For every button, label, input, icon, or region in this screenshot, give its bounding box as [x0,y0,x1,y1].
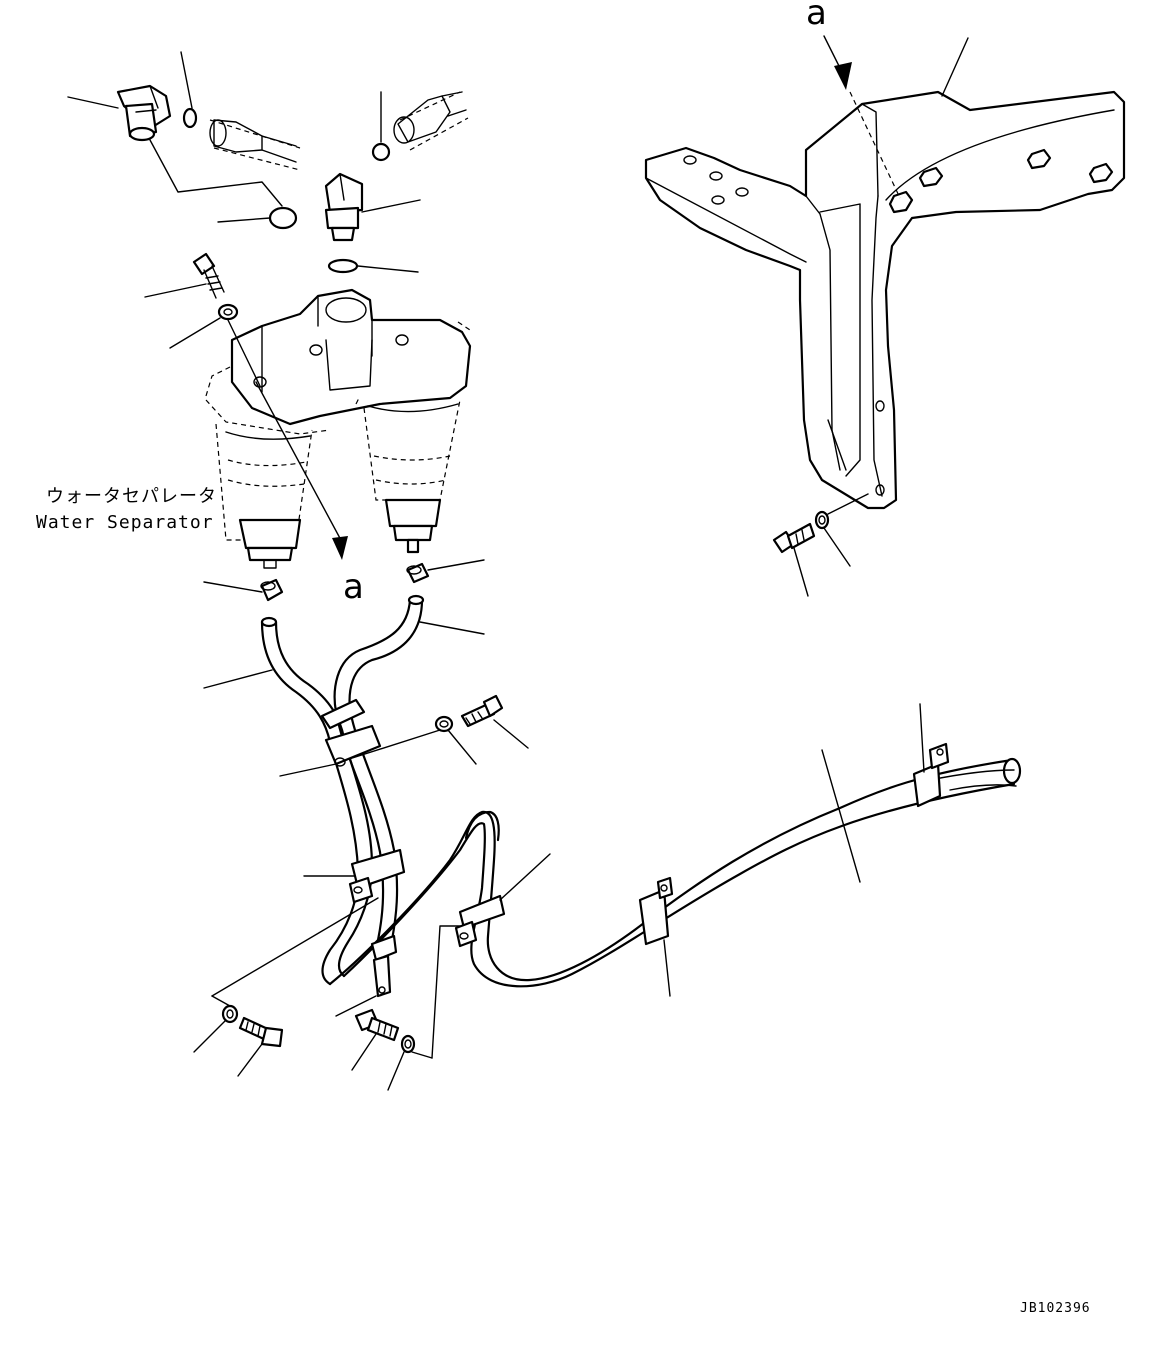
leader-line [144,283,207,298]
view-arrow-head [332,536,348,560]
view-arrow-head [834,62,852,90]
leader-line [279,763,337,777]
washer-top [217,303,239,321]
o-ring-small [182,107,198,129]
leader-line [427,559,485,571]
leader-line [203,669,273,689]
elbow-fitting-left [116,84,172,142]
view-arrow-line [255,381,343,543]
leader-line [203,581,263,593]
leader-line [821,749,861,883]
leader-line [793,547,809,597]
view-marker-top: a [806,0,827,33]
leader-line [180,51,193,109]
leader-line [345,729,441,761]
leader-line [217,217,271,223]
clamp-long-hose [638,876,674,946]
clamp-middle [348,848,406,904]
leader-line [663,939,671,997]
leader-line [447,729,477,765]
view-arrow-line [823,35,841,69]
leader-line [827,493,869,515]
washer-lower-left [221,1004,239,1024]
leader-line [335,995,377,1017]
view-marker-bottom: a [343,567,364,607]
leader-line [237,1043,263,1077]
leader-line [227,319,261,387]
clamp-lower-right [454,894,506,948]
clamp-hose-end [912,742,950,808]
mounting-bracket [644,90,1126,510]
bolt-lower-right [354,1008,400,1042]
bracket-bolt [772,522,816,554]
drain-hose-left [260,616,374,986]
leader-line [411,1051,433,1059]
clamp-lower-left [370,934,398,998]
leader-line [419,621,485,635]
bracket-nuts [888,148,1114,214]
leader-line [193,1019,227,1053]
leader-line [431,925,461,1059]
elbow-fitting-right [324,172,364,242]
drain-plug-left [260,578,284,602]
drain-plug-right [406,562,430,584]
leader-line [67,96,119,109]
hose-end-left [209,119,301,171]
leader-line [387,1051,405,1091]
o-ring-mid [268,206,359,274]
washer-mid [434,715,454,733]
leader-line [357,265,419,273]
leader-line [211,995,231,1007]
o-ring-right [371,142,391,162]
leader-line [351,1033,377,1071]
leader-line [361,199,421,213]
water-separator-label-en: Water Separator [36,512,214,533]
leader-line [211,897,379,997]
leader-line [919,703,925,773]
washer-lower-right [400,1034,416,1054]
hose-loop [328,757,1022,988]
leader-line [149,139,283,207]
water-separator-label-jp: ウォータセパレータ [46,486,217,507]
leader-line [823,527,851,567]
water-separator [205,288,472,569]
leader-line [941,37,969,97]
clamp-upper [320,698,382,767]
drain-hose-right [333,594,425,942]
bolt-head-top [192,252,225,299]
bolt-lower-left [238,1016,284,1048]
hose-end-right [393,91,469,151]
bolt-mid [460,694,504,728]
drawing-code: JB102396 [1020,1301,1091,1316]
leader-line [499,853,551,901]
view-arrow-dashed [849,91,901,199]
leader-line [169,317,221,349]
bracket-washer [814,510,830,530]
leader-line [493,719,529,749]
